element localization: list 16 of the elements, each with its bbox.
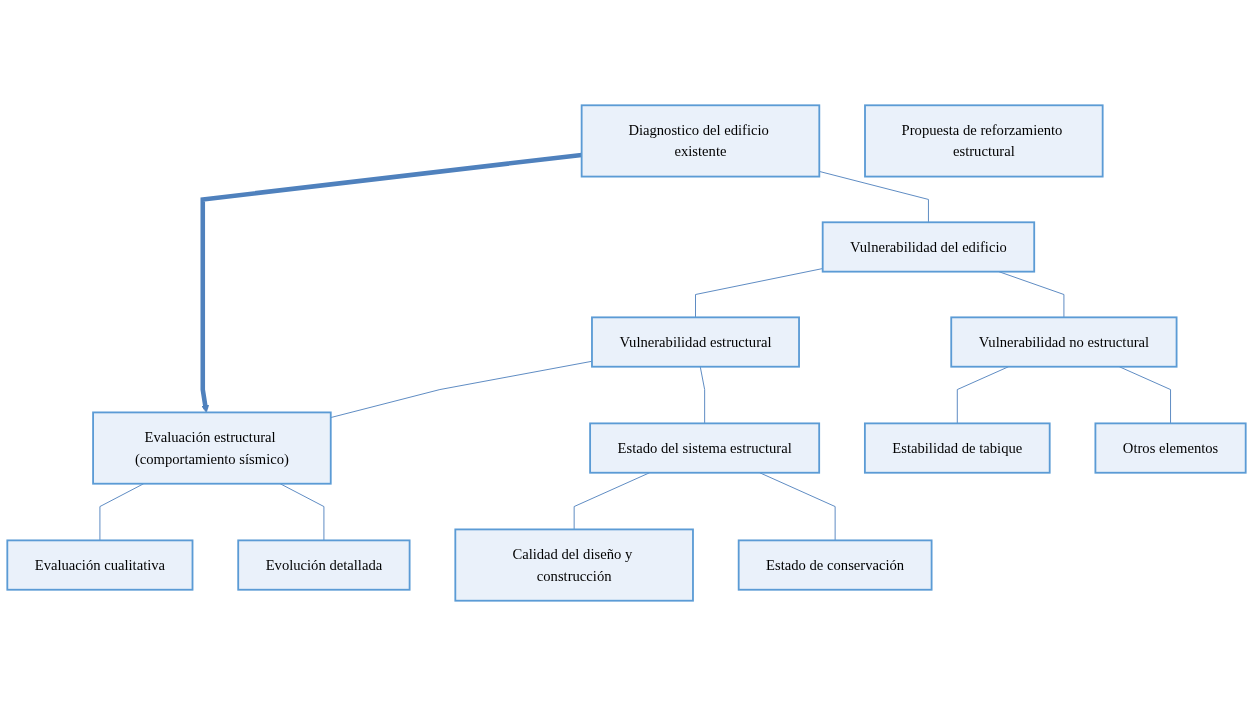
node-box: Propuesta de reforzamiento estructural — [864, 104, 1104, 178]
arrow — [200, 152, 582, 413]
node-box: Estado de conservación — [737, 539, 933, 591]
connector — [699, 366, 706, 424]
node-box: Vulnerabilidad estructural — [591, 316, 800, 368]
node-box: Otros elementos — [1094, 422, 1247, 474]
node-box: Calidad del diseño y construcción — [454, 528, 694, 602]
node-box: Vulnerabilidad del edificio — [821, 221, 1036, 273]
node-box: Estado del sistema estructural — [589, 422, 821, 474]
node-box: Estabilidad de tabique — [863, 422, 1051, 474]
node-box: Diagnostico del edificio existente — [580, 104, 821, 178]
node-box: Vulnerabilidad no estructural — [950, 316, 1178, 368]
connector — [759, 472, 836, 541]
node-box: Evaluación estructural (comportamiento sísmico) — [92, 411, 332, 485]
node-box: Evaluación cualitativa — [6, 539, 194, 591]
node-box: Evolución detallada — [237, 539, 411, 591]
